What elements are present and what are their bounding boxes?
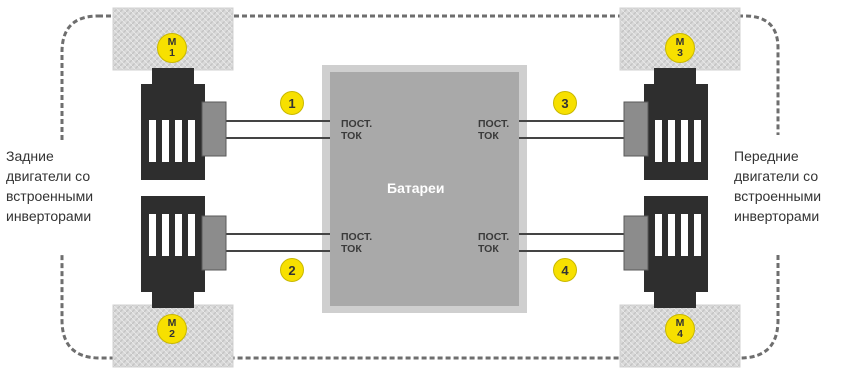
motor-badge-letter: M (167, 317, 177, 329)
dc-label-bottom-left: ПОСТ. ТОК (341, 231, 373, 255)
motor-front-bottom (623, 196, 708, 308)
motor-badge-number: 4 (677, 328, 683, 340)
motor-badge-number: 2 (169, 328, 175, 340)
motor-badge-letter: M (167, 36, 177, 48)
connection-badge-4: 4 (553, 258, 577, 282)
motor-badge-3: M 3 (665, 33, 695, 63)
rear-motors-label: Задние двигатели со встроенными инвертор… (6, 148, 94, 224)
dc-wires (226, 120, 626, 252)
dc-label-top-left: ПОСТ. ТОК (341, 118, 373, 142)
front-motors-label: Передние двигатели со встроенными инверт… (734, 148, 822, 224)
motor-badge-letter: M (675, 36, 685, 48)
motor-badge-letter: M (675, 317, 685, 329)
motor-badge-2: M 2 (157, 314, 187, 344)
motor-badge-number: 1 (169, 47, 175, 59)
battery-inner (330, 72, 519, 306)
motor-badge-4: M 4 (665, 314, 695, 344)
connection-badge-2: 2 (280, 258, 304, 282)
motor-front-top (623, 68, 708, 180)
vehicle-outline (60, 14, 780, 360)
dc-label-bottom-right: ПОСТ. ТОК (478, 231, 510, 255)
connection-badge-3: 3 (553, 91, 577, 115)
connection-badge-1: 1 (280, 91, 304, 115)
motor-badge-1: M 1 (157, 33, 187, 63)
battery-label: Батареи (387, 180, 445, 196)
motor-badge-number: 3 (677, 47, 683, 59)
dc-label-top-right: ПОСТ. ТОК (478, 118, 510, 142)
motor-rear-top (141, 68, 227, 180)
motor-rear-bottom (141, 196, 227, 308)
